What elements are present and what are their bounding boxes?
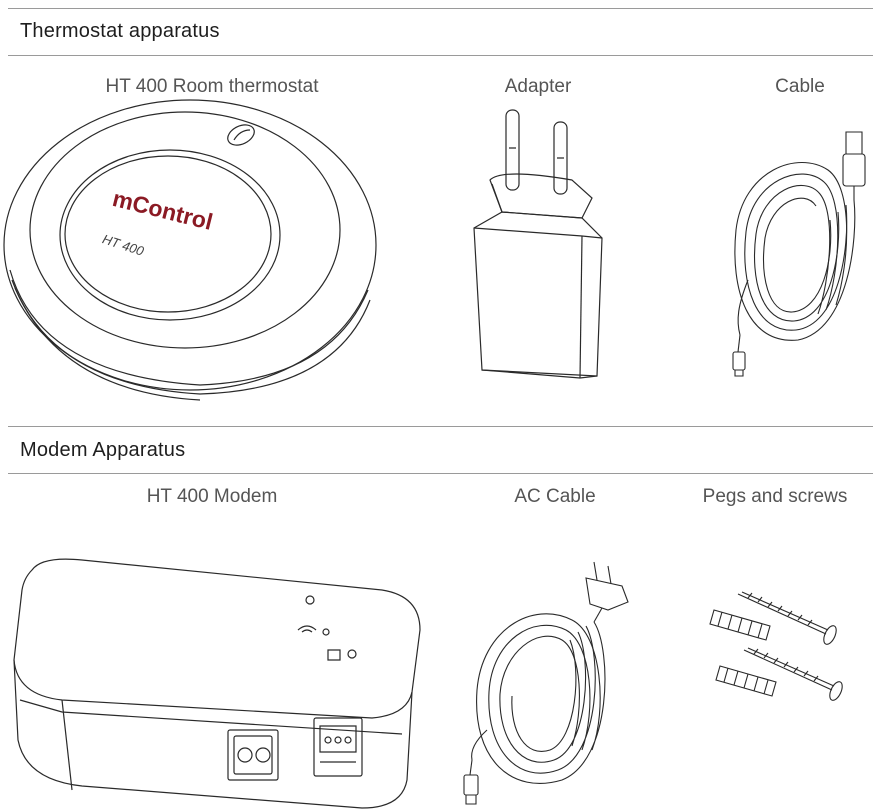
label-room-thermostat: HT 400 Room thermostat [105, 76, 319, 97]
modem-illustration [2, 550, 432, 810]
divider-thermostat-header [8, 55, 873, 56]
thermostat-brand-text: mControl [110, 185, 215, 235]
ac-cable-illustration [462, 560, 642, 810]
section-title-modem: Modem Apparatus [20, 439, 186, 461]
adapter-illustration [462, 108, 612, 393]
label-pegs-screws: Pegs and screws [702, 486, 848, 507]
thermostat-illustration: mControl HT 400 [0, 110, 380, 400]
divider-modem-section [8, 426, 873, 427]
pegs-screws-illustration [708, 588, 848, 713]
section-title-thermostat: Thermostat apparatus [20, 20, 220, 42]
label-cable: Cable [775, 76, 825, 97]
thermostat-model-text: HT 400 [101, 231, 147, 259]
label-adapter: Adapter [504, 76, 572, 97]
divider-top [8, 8, 873, 9]
usb-cable-illustration [718, 130, 868, 385]
label-ac-cable: AC Cable [514, 486, 596, 507]
divider-modem-header [8, 473, 873, 474]
label-modem: HT 400 Modem [146, 486, 278, 507]
